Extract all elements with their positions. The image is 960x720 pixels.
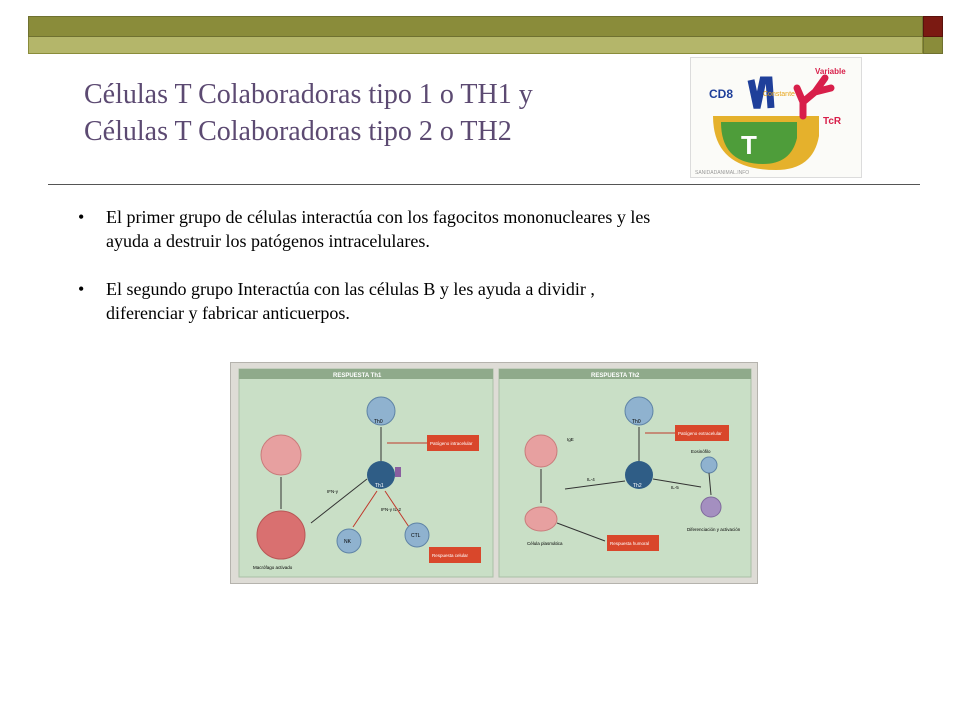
th2-cell-label: Th2 [633, 483, 642, 489]
th1-response-label: Respuesta celular [432, 553, 469, 558]
top-decorative-bar [28, 16, 943, 54]
macrophage-activated [256, 510, 306, 560]
cd8-label: CD8 [709, 87, 733, 101]
plasma-label: Célula plasmática [527, 541, 563, 546]
th2-header-bar [499, 369, 751, 379]
watermark-label: SANIDADANIMAL.INFO [695, 170, 749, 176]
th2-th0-label: Th0 [632, 419, 641, 425]
t-cell-logo: CD8 Variable Constante TcR T SANIDADANIM… [690, 57, 862, 178]
th1-th2-response-figure: RESPUESTA Th1 Th0 Patógeno intracelular … [230, 362, 758, 584]
cd8-mark [747, 76, 775, 109]
th2-cell [625, 461, 653, 489]
th2-header: RESPUESTA Th2 [591, 373, 640, 379]
bullet-2-line-2: diferenciar y fabricar anticuerpos. [106, 303, 350, 323]
top-bar-olive-strip [28, 16, 923, 37]
macrophage-label: Macrófago activado [253, 565, 293, 570]
th2-pathogen-label: Patógeno extracelular [678, 431, 722, 436]
eosinophil-cell [700, 456, 718, 474]
b-cell [524, 434, 558, 468]
tcr-receptor [793, 74, 835, 120]
th1-cell-label: Th1 [375, 483, 384, 489]
th1-pathogen-label: Patógeno intracelular [430, 441, 473, 446]
title-line-2: Células T Colaboradoras tipo 2 o TH2 [84, 116, 512, 147]
top-bar-light-strip [28, 37, 923, 54]
t-label: T [741, 130, 757, 160]
th2-pathogen-box [675, 425, 729, 441]
tcr-label: TcR [823, 116, 842, 127]
th1-header-bar [239, 369, 493, 379]
il4-arrow [564, 480, 626, 490]
th1-response-box [429, 547, 481, 563]
plasma-cell [524, 506, 558, 532]
th2-response-label: Respuesta humoral [610, 541, 649, 546]
bullet-1-line-2: ayuda a destruir los patógenos intracelu… [106, 231, 430, 251]
constante-label: Constante [763, 91, 795, 98]
th1-pathogen-box [427, 435, 479, 451]
top-bar-olive-square [923, 37, 943, 54]
top-bar-red-square [923, 16, 943, 37]
bullet-item-1: • El primer grupo de células interactúa … [78, 205, 878, 253]
slide-title: Células T Colaboradoras tipo 1 o TH1 y C… [84, 76, 684, 150]
eosinophil-label: Eosinófilo [691, 449, 711, 454]
variable-label: Variable [815, 67, 846, 76]
bullet-marker: • [78, 279, 85, 299]
title-line-1: Células T Colaboradoras tipo 1 o TH1 y [84, 79, 533, 110]
ifn-arrow [310, 478, 368, 524]
bullet-2-line-1: El segundo grupo Interactúa con las célu… [106, 279, 595, 299]
nk-arrow [352, 490, 378, 528]
il5-arrow [652, 478, 702, 488]
bullet-item-2: • El segundo grupo Interactúa con las cé… [78, 277, 878, 325]
th2-response-box [607, 535, 659, 551]
th1-th0-label: Th0 [374, 419, 383, 425]
eosinophil-arrow [708, 472, 712, 496]
ctl-arrow [384, 490, 410, 528]
humoral-arrow [556, 522, 606, 542]
ige-label: IgE [567, 437, 574, 442]
bullet-marker: • [78, 207, 85, 227]
nk-cell [336, 528, 362, 554]
ifn-label: IFN-γ [327, 489, 339, 494]
th1-cell [367, 461, 395, 489]
diff-label: Diferenciación y activación [687, 527, 741, 532]
ifn-il2-label: IFN-γ IL-2 [381, 507, 401, 512]
th1-header: RESPUESTA Th1 [333, 373, 382, 379]
th2-th0-cell [624, 396, 654, 426]
ctl-label: CTL [411, 533, 421, 539]
title-divider [48, 184, 920, 185]
th1-receptor [395, 467, 401, 477]
th1-th0-cell [366, 396, 396, 426]
macrophage-resting [260, 434, 302, 476]
il4-label: IL-4 [587, 477, 595, 482]
il5-label: IL-5 [671, 485, 679, 490]
nk-label: NK [344, 539, 352, 545]
ctl-cell [404, 522, 430, 548]
eosinophil-activated [700, 496, 722, 518]
cell-inner [721, 122, 797, 164]
bullet-1-line-1: El primer grupo de células interactúa co… [106, 207, 651, 227]
bullet-list: • El primer grupo de células interactúa … [78, 205, 878, 349]
